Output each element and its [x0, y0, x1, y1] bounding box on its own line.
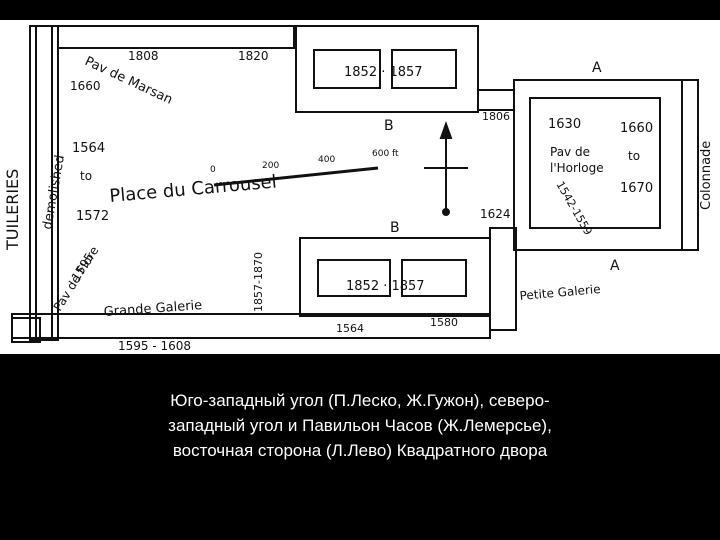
label-to-left: to: [80, 169, 92, 183]
date-1595: 1595: [69, 250, 97, 283]
date-1595-1608: 1595 - 1608: [118, 339, 191, 353]
label-to-right: to: [628, 149, 640, 163]
caption-line-2: западный угол и Павильон Часов (Ж.Лемерс…: [168, 416, 552, 435]
label-place-carrousel: Place du Carrousel: [109, 171, 278, 207]
grande-galerie: [11, 313, 491, 339]
tuileries-wing: [29, 25, 59, 341]
date-1624: 1624: [480, 207, 511, 221]
date-1580: 1580: [430, 316, 458, 329]
label-colonnade: Colonnade: [699, 141, 714, 210]
label-a-top: A: [592, 60, 602, 76]
label-pav-horloge-2: l'Horloge: [550, 161, 604, 175]
date-1630: 1630: [548, 117, 581, 132]
label-petite-galerie: Petite Galerie: [519, 282, 601, 303]
label-a-bottom: A: [610, 258, 620, 274]
scale-label-400: 400: [318, 155, 335, 165]
label-tuileries: TUILERIES: [3, 169, 22, 251]
caption-line-3: восточная сторона (Л.Лево) Квадратного д…: [172, 441, 548, 460]
date-1852-1857-top: 1852 · 1857: [344, 65, 423, 80]
plan-panel: TUILERIES demolished Pav de Marsan Place…: [0, 20, 720, 354]
louvre-plan-drawing: TUILERIES demolished Pav de Marsan Place…: [3, 25, 714, 353]
date-1808: 1808: [128, 49, 159, 63]
label-b-top: B: [384, 118, 394, 134]
date-1820: 1820: [238, 49, 269, 63]
label-demolished: demolished: [40, 154, 68, 231]
scale-bar: [213, 166, 379, 187]
label-pav-horloge-1: Pav de: [550, 145, 590, 159]
caption-line-1: Юго-западный угол (П.Леско, Ж.Гужон), се…: [170, 391, 550, 410]
date-1857-1870: 1857-1870: [252, 252, 265, 312]
date-1572: 1572: [76, 209, 109, 224]
compass-icon: [424, 121, 468, 216]
date-1670: 1670: [620, 181, 653, 196]
date-1852-1857-bottom: 1852 · 1857: [346, 279, 425, 294]
date-1660: 1660: [70, 79, 101, 93]
date-1564-bottom: 1564: [336, 322, 364, 335]
date-1806: 1806: [482, 110, 510, 123]
cour-carree: [513, 79, 699, 251]
date-1564: 1564: [72, 141, 105, 156]
south-block-1852: [299, 237, 491, 317]
label-b-bottom: B: [390, 220, 400, 236]
scale-label-0: 0: [210, 165, 216, 175]
scale-label-200: 200: [262, 161, 279, 171]
date-1660-right: 1660: [620, 121, 653, 136]
north-block-1852: [295, 25, 479, 113]
scale-label-600ft: 600 ft: [372, 149, 399, 159]
north-wing: [57, 25, 295, 49]
label-grande-galerie: Grande Galerie: [103, 298, 202, 320]
caption: Юго-западный угол (П.Леско, Ж.Гужон), се…: [80, 388, 640, 463]
petite-galerie: [489, 227, 517, 331]
